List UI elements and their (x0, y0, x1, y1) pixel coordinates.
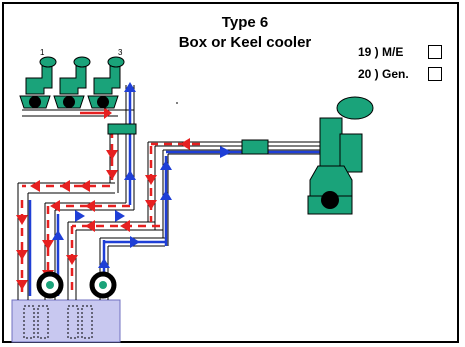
option-label-me: 19 ) M/E (358, 45, 404, 59)
cold-flow-arrows (28, 85, 320, 296)
pump-icon (53, 56, 91, 109)
sea-chest-icon (89, 271, 117, 299)
option-checkbox-gen[interactable] (428, 67, 442, 81)
cooler-coils (23, 305, 93, 339)
hot-flow-heads (16, 107, 190, 290)
strainer-icon (107, 123, 137, 135)
valve-icon (241, 139, 269, 155)
sea-chest-icon (36, 271, 64, 299)
keel-cooler-box (11, 299, 121, 343)
engine-icon (307, 96, 374, 215)
diagram-title-type: Type 6 (221, 14, 269, 31)
pump-label-3: 3 (118, 48, 123, 57)
pump-label-1: 1 (40, 48, 45, 57)
pump-icon (19, 56, 57, 109)
option-checkbox-me[interactable] (428, 45, 442, 59)
pipes (17, 85, 320, 300)
option-label-gen: 20 ) Gen. (358, 67, 409, 81)
pump-icon (87, 56, 125, 109)
cold-flow-heads (52, 82, 232, 268)
diagram-title-cooler: Box or Keel cooler (178, 34, 312, 51)
